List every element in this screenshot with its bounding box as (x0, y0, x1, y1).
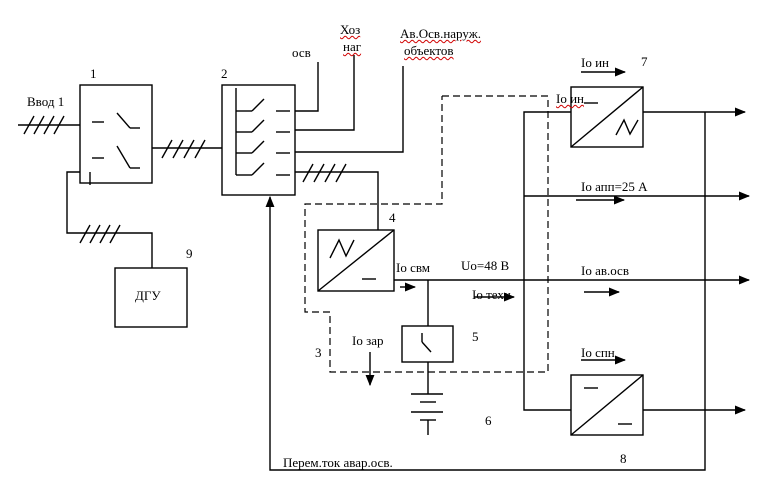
dashed-boundary-3 (304, 95, 549, 373)
battery-6 (411, 393, 443, 435)
number-5: 5 (472, 329, 479, 344)
label-vvod: Ввод 1 (27, 94, 65, 109)
outgoing-feeders (295, 55, 404, 230)
label-objektov: объектов (404, 43, 454, 58)
block-2-distribution-panel (221, 84, 296, 196)
label-hoz: Хоз (340, 22, 361, 37)
number-2: 2 (221, 66, 228, 81)
number-9: 9 (186, 246, 193, 261)
input-line (18, 115, 80, 135)
block-7-inverter (570, 67, 747, 148)
label-io-in-top: Io ин (581, 55, 609, 70)
dgu-feeder (66, 171, 188, 328)
number-4: 4 (389, 210, 396, 225)
number-1: 1 (90, 66, 97, 81)
number-6: 6 (485, 413, 492, 428)
label-io-zar: Io зар (352, 333, 384, 348)
label-nag: наг (343, 39, 362, 54)
label-av-osv: Ав.Осв.наруж. (400, 26, 481, 41)
block-8-converter (570, 355, 747, 436)
block-5-battery-switch (401, 325, 454, 394)
dc-bus (394, 275, 751, 326)
number-7: 7 (641, 54, 648, 69)
label-perem-tok: Перем.ток авар.осв. (283, 455, 393, 470)
label-uo: Uo=48 В (461, 258, 510, 273)
block-1-transfer-switch (79, 84, 153, 185)
label-dgu: ДГУ (135, 288, 161, 303)
label-io-tehn: Io техн (472, 287, 511, 302)
block-4-rectifier (317, 229, 395, 292)
feeder-1-to-2 (152, 139, 222, 159)
label-io-svm: Io свм (396, 260, 430, 275)
label-io-spn: Io спн (581, 345, 615, 360)
label-io-in-conv: Io ин (556, 91, 584, 106)
label-osv: осв (292, 45, 311, 60)
ac-emergency-return (265, 112, 706, 471)
number-3: 3 (315, 345, 322, 360)
label-io-app: Io апп=25 А (581, 179, 648, 194)
number-8: 8 (620, 451, 627, 466)
right-distribution-bus (523, 111, 751, 411)
label-io-avosv: Io ав.осв (581, 263, 629, 278)
